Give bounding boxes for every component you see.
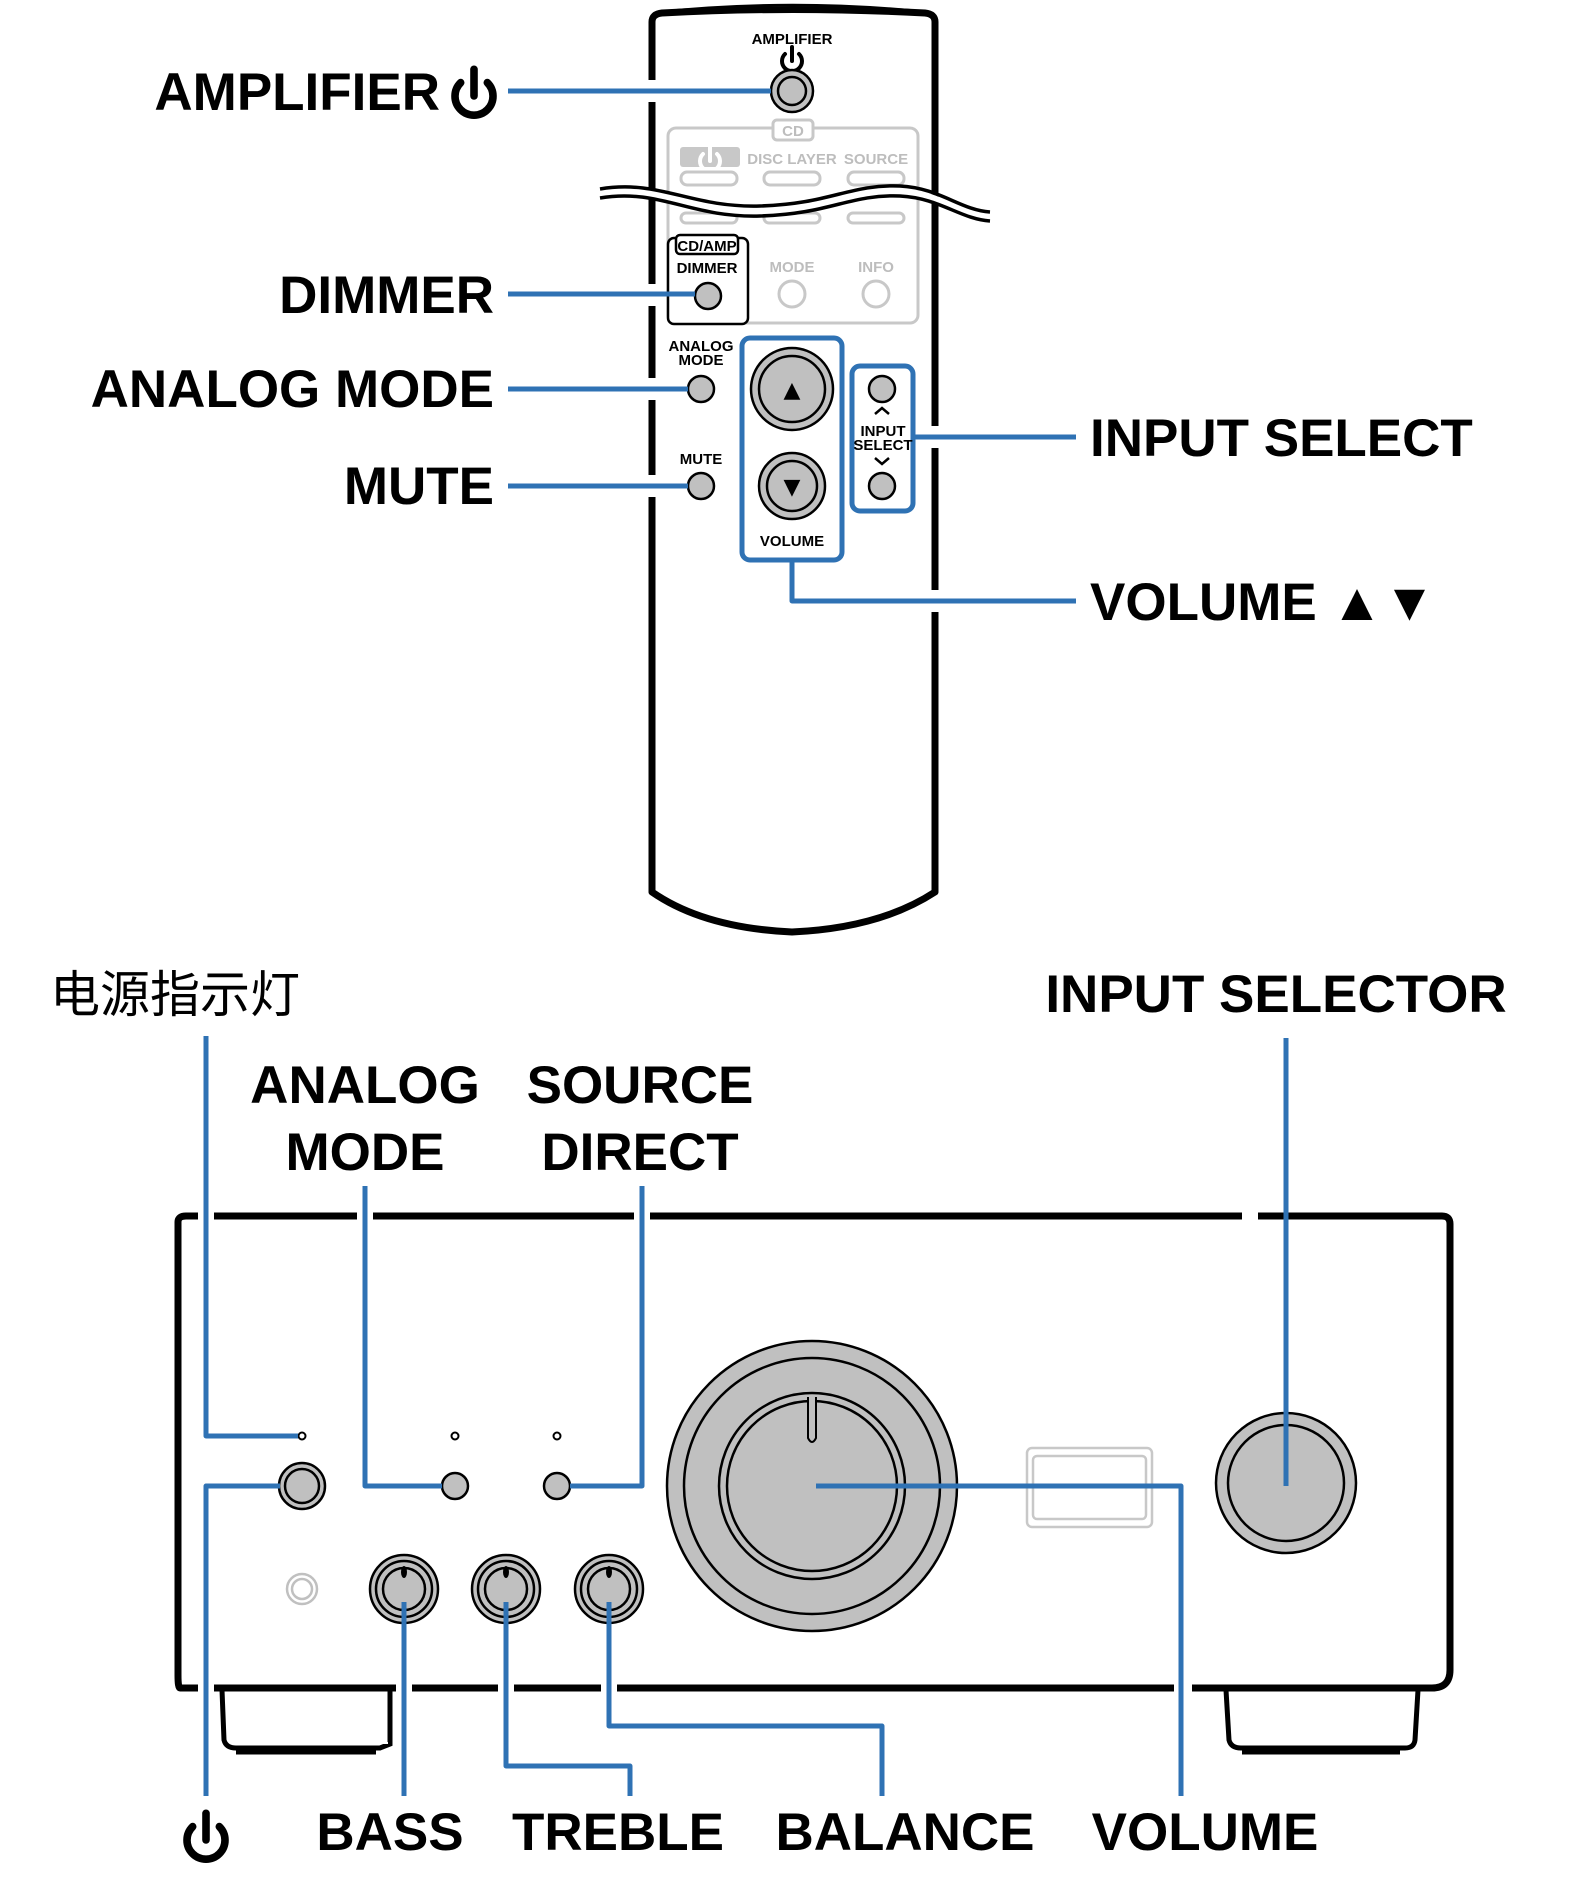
remote-source-label: SOURCE bbox=[844, 151, 908, 168]
remote-analog-mode-button[interactable] bbox=[686, 374, 716, 404]
label-power-indicator: 电源指示灯 bbox=[50, 966, 300, 1024]
remote-break-mark bbox=[599, 184, 991, 223]
chevron-down-icon bbox=[874, 457, 890, 466]
label-amplifier-power: AMPLIFIER bbox=[154, 63, 440, 122]
remote-mute-printed: MUTE bbox=[680, 451, 723, 468]
callout-line-power bbox=[203, 1483, 280, 1796]
power-indicator-led bbox=[297, 1431, 307, 1441]
down-triangle-icon: ▼ bbox=[784, 475, 801, 500]
label-analog-mode-amp-2: MODE bbox=[286, 1123, 445, 1182]
amplifier-source-direct-button[interactable] bbox=[542, 1471, 572, 1501]
volume-knob[interactable] bbox=[665, 1339, 959, 1633]
power-icon bbox=[187, 1813, 225, 1859]
callout-line-analog-mode-amp bbox=[362, 1186, 442, 1489]
remote-volume-up-button[interactable]: ▲ bbox=[749, 346, 835, 432]
remote-cdamp-label: CD/AMP bbox=[677, 238, 736, 255]
remote-disc-layer-button[interactable] bbox=[762, 170, 822, 187]
remote-cdamp-group: CD/AMP DIMMER bbox=[666, 233, 750, 326]
label-analog-mode-amp-1: ANALOG bbox=[250, 1056, 480, 1115]
remote-amplifier-printed: AMPLIFIER bbox=[752, 31, 833, 48]
remote-cd-label: CD bbox=[782, 123, 804, 140]
remote-callout-lines bbox=[508, 80, 1076, 612]
label-balance: BALANCE bbox=[775, 1803, 1034, 1862]
chevron-up-icon bbox=[874, 406, 890, 415]
remote-info-button[interactable] bbox=[861, 279, 891, 309]
bass-knob[interactable] bbox=[368, 1553, 440, 1625]
label-volume-text: VOLUME bbox=[1090, 573, 1317, 632]
label-input-selector: INPUT SELECTOR bbox=[1045, 965, 1506, 1024]
callout-line-volume bbox=[789, 560, 1076, 604]
remote-info-label: INFO bbox=[858, 259, 894, 276]
amplifier-unit bbox=[174, 1212, 1454, 1755]
label-analog-mode: ANALOG MODE bbox=[91, 360, 494, 419]
up-down-triangle-icon: ▲▼ bbox=[1331, 573, 1436, 632]
amplifier-analog-mode-button[interactable] bbox=[440, 1471, 470, 1501]
remote-volume-down-button[interactable]: ▼ bbox=[757, 451, 827, 521]
label-mute: MUTE bbox=[344, 457, 494, 516]
remote-cd-power-button[interactable] bbox=[679, 170, 739, 187]
remote-power-icon bbox=[780, 45, 804, 74]
up-triangle-icon: ▲ bbox=[784, 378, 801, 403]
power-icon bbox=[455, 69, 493, 115]
amplifier-foot-left bbox=[219, 1689, 393, 1755]
remote-mode-label: MODE bbox=[770, 259, 815, 276]
remote-mute-button[interactable] bbox=[686, 471, 716, 501]
remote-input-select-down-button[interactable] bbox=[867, 471, 897, 501]
remote-disc-layer-label: DISC LAYER bbox=[747, 151, 837, 168]
remote-control: AMPLIFIER CD DISC LAYER SOURCE bbox=[599, 3, 991, 936]
callout-line-volume-amp bbox=[816, 1483, 1184, 1796]
remote-analog-printed-1: ANALOG bbox=[669, 338, 734, 355]
remote-analog-printed-2: MODE bbox=[679, 352, 724, 369]
amplifier-foot-right bbox=[1223, 1689, 1421, 1755]
callout-line-power-indicator bbox=[203, 1036, 298, 1439]
remote-input-select-up-button[interactable] bbox=[867, 374, 897, 404]
remote-cd-group: CD DISC LAYER SOURCE bbox=[666, 118, 920, 325]
remote-dimmer-button[interactable] bbox=[693, 281, 723, 311]
amplifier-power-button[interactable] bbox=[277, 1461, 327, 1511]
remote-source-button[interactable] bbox=[846, 170, 906, 187]
label-source-direct-2: DIRECT bbox=[541, 1123, 738, 1182]
amplifier-body bbox=[174, 1212, 1454, 1692]
remote-body bbox=[648, 6, 939, 936]
remote-volume-printed: VOLUME bbox=[760, 533, 824, 550]
analog-mode-led bbox=[450, 1431, 460, 1441]
callout-line-balance bbox=[606, 1602, 885, 1796]
label-source-direct-1: SOURCE bbox=[527, 1056, 754, 1115]
label-input-select: INPUT SELECT bbox=[1090, 409, 1473, 468]
label-dimmer: DIMMER bbox=[279, 266, 494, 325]
remote-input-printed-1: INPUT bbox=[861, 423, 906, 440]
remote-mode-button[interactable] bbox=[777, 279, 807, 309]
source-direct-led bbox=[552, 1431, 562, 1441]
remote-top-cap bbox=[657, 3, 929, 14]
amplifier-callout-lines bbox=[203, 1036, 1289, 1796]
label-volume-remote: VOLUME▲▼ bbox=[1090, 573, 1436, 632]
callout-line-treble bbox=[503, 1602, 633, 1796]
remote-dimmer-printed: DIMMER bbox=[677, 260, 738, 277]
remote-input-printed-2: SELECT bbox=[853, 437, 912, 454]
label-treble: TREBLE bbox=[512, 1803, 724, 1862]
callout-line-source-direct bbox=[570, 1186, 645, 1489]
label-volume-amp: VOLUME bbox=[1092, 1803, 1319, 1862]
remote-amplifier-power-button[interactable] bbox=[769, 68, 815, 114]
headphone-jack bbox=[285, 1572, 319, 1606]
label-bass: BASS bbox=[316, 1803, 463, 1862]
